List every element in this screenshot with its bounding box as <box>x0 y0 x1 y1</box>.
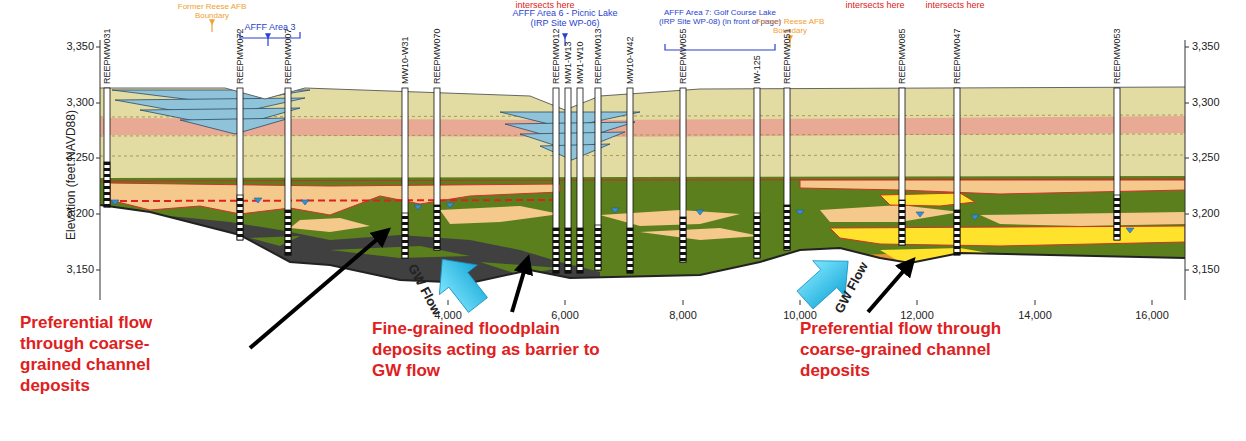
well-screen <box>402 213 408 258</box>
well-casing <box>553 88 559 273</box>
well-casing <box>1114 88 1120 240</box>
well-screen <box>434 205 440 250</box>
well-name: REEPMW072 <box>235 28 245 84</box>
well-screen <box>237 195 243 240</box>
tick-label: 3,250 <box>1192 151 1220 164</box>
well-name: REEPMW051 <box>782 28 792 84</box>
well-name: REEPMW085 <box>897 28 907 84</box>
well-casing <box>104 88 110 207</box>
well-name: REEPMW047 <box>952 28 962 84</box>
tick-label: 3,150 <box>1192 263 1220 276</box>
strata <box>100 80 1190 310</box>
well-casing <box>899 88 905 245</box>
well-logs <box>104 88 1134 273</box>
well-screen <box>565 228 571 273</box>
well-screen <box>680 217 686 262</box>
note: intersects here <box>845 0 904 10</box>
tick-label: 3,300 <box>1192 96 1220 109</box>
area-label: AFFF Area 6 - Picnic Lake (IRP Site WP-0… <box>503 8 628 29</box>
tick-label: 16,000 <box>1135 309 1169 322</box>
boundary-label: Former Reese AFB Boundary <box>172 2 252 20</box>
tick-label: 3,350 <box>66 40 94 53</box>
tick-label: 8,000 <box>669 309 697 322</box>
well-screen <box>784 205 790 250</box>
tick-label: 3,200 <box>1192 207 1220 220</box>
tick-label: 3,150 <box>66 263 94 276</box>
tick-label: 3,350 <box>1192 40 1220 53</box>
well-screen <box>1114 195 1120 240</box>
well-casing <box>627 88 633 273</box>
well-casing <box>565 88 571 273</box>
well-casing <box>434 88 440 250</box>
tick-label: 14,000 <box>1018 309 1052 322</box>
gw-flow-arrow <box>423 243 864 319</box>
well-name: REEPMW013 <box>593 28 603 84</box>
water-level <box>301 200 309 205</box>
water-level <box>971 215 979 220</box>
well-casing <box>754 88 760 258</box>
water-level <box>611 208 619 213</box>
well-name: REEPMW007 <box>283 28 293 84</box>
well-name: IW-125 <box>752 55 762 84</box>
callout: Preferential flow through coarse-grained… <box>20 312 200 396</box>
well-casing <box>680 88 686 262</box>
well-screen <box>899 200 905 245</box>
well-casing <box>577 88 583 273</box>
well-name: REEPMW053 <box>1112 28 1122 84</box>
well-screen <box>577 228 583 273</box>
area-brackets <box>212 24 790 50</box>
well-casing <box>402 88 408 258</box>
well-casing <box>954 88 960 255</box>
well-casing <box>237 88 243 240</box>
tick-label: 3,300 <box>66 96 94 109</box>
well-name: MW10-W42 <box>625 36 635 84</box>
well-casing <box>285 88 291 255</box>
note: intersects here <box>925 0 984 10</box>
well-name: REEPMW070 <box>432 28 442 84</box>
well-screen <box>104 162 110 207</box>
water-level <box>446 203 454 208</box>
well-name: MW1-W10 <box>575 42 585 85</box>
water-level <box>414 205 422 210</box>
well-screen <box>553 228 559 273</box>
water-level <box>916 212 924 217</box>
tick-label: 3,250 <box>66 151 94 164</box>
water-level <box>1126 228 1134 233</box>
well-name: REEPMW055 <box>678 28 688 84</box>
tick-label: 3,200 <box>66 207 94 220</box>
well-name: MW1-W13 <box>563 42 573 85</box>
callout: Fine-grained floodplain deposits acting … <box>372 318 604 381</box>
well-screen <box>954 210 960 255</box>
water-level <box>696 210 704 215</box>
well-screen <box>285 210 291 255</box>
water-level <box>254 198 262 203</box>
well-casing <box>784 88 790 250</box>
axis-ticks <box>96 40 1189 305</box>
well-casing <box>595 88 601 270</box>
callout: Preferential flow through coarse-grained… <box>800 318 1015 381</box>
well-screen <box>627 228 633 273</box>
water-level <box>111 200 119 205</box>
well-name: REEPMW012 <box>551 28 561 84</box>
water-level <box>796 210 804 215</box>
well-name: REEPMW031 <box>102 28 112 84</box>
well-screen <box>754 213 760 258</box>
well-name: MW10-W31 <box>400 36 410 84</box>
axis-title: Elevation (feet NAVD88) <box>65 110 79 240</box>
well-screen <box>595 225 601 270</box>
